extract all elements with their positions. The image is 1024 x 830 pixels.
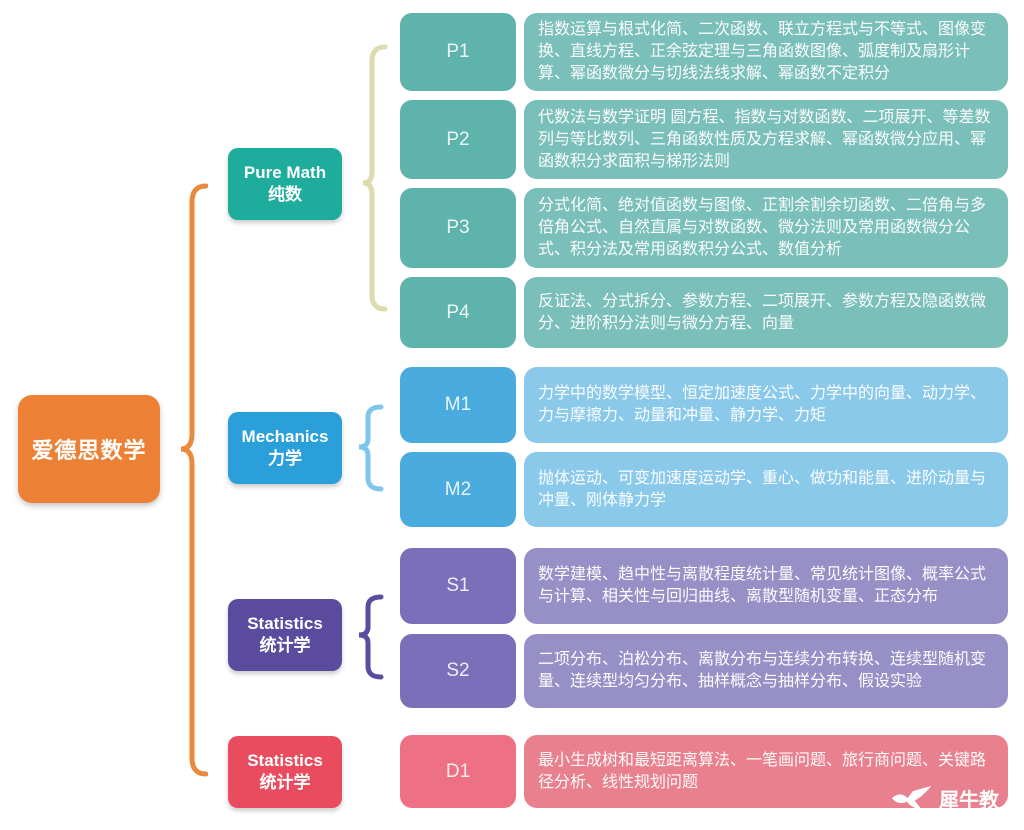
module-desc-p4: 反证法、分式拆分、参数方程、二项展开、参数方程及隐函数微分、进阶积分法则与微分方…: [524, 277, 1008, 348]
module-code: S1: [446, 575, 470, 596]
module-code: P4: [446, 301, 470, 323]
module-code: P2: [446, 128, 470, 150]
branch-label-zh: 统计学: [259, 636, 311, 655]
module-desc-text: 代数法与数学证明 圆方程、指数与对数函数、二项展开、等差数列与等比数列、三角函数…: [538, 108, 991, 170]
branch-label-en: Statistics: [247, 613, 323, 633]
module-box-p4: P4: [400, 277, 516, 348]
branch-label-zh: 统计学: [259, 773, 311, 792]
branch-label-en: Pure Math: [243, 162, 327, 182]
root-node: 爱德思数学: [18, 395, 160, 503]
module-desc-text: 二项分布、泊松分布、离散分布与连续分布转换、连续型随机变量、连续型均匀分布、抽样…: [538, 651, 987, 690]
module-desc-text: 反证法、分式拆分、参数方程、二项展开、参数方程及隐函数微分、进阶积分法则与微分方…: [538, 292, 987, 332]
module-box-p1: P1: [400, 13, 516, 91]
brand-watermark: 犀牛教: [890, 784, 999, 813]
branch-label-zh: 纯数: [268, 185, 302, 204]
module-desc-text: 分式化简、绝对值函数与图像、正割余割余切函数、二倍角与多倍角公式、自然直属与对数…: [538, 197, 987, 258]
module-desc-d1: 最小生成树和最短距离算法、一笔画问题、旅行商问题、关键路径分析、线性规划问题: [524, 735, 1008, 808]
module-desc-m1: 力学中的数学模型、恒定加速度公式、力学中的向量、动力学、力与摩擦力、动量和冲量、…: [524, 367, 1008, 443]
module-code: M1: [444, 394, 472, 415]
branch-label-en: Statistics: [247, 750, 323, 770]
module-code: S2: [446, 660, 470, 681]
branch-node-pure-math: Pure Math 纯数: [228, 148, 342, 220]
module-box-p2: P2: [400, 100, 516, 179]
module-box-s1: S1: [400, 548, 516, 624]
branch-node-mechanics: Mechanics 力学: [228, 412, 342, 484]
module-desc-p3: 分式化简、绝对值函数与图像、正割余割余切函数、二倍角与多倍角公式、自然直属与对数…: [524, 188, 1008, 268]
module-desc-text: 最小生成树和最短距离算法、一笔画问题、旅行商问题、关键路径分析、线性规划问题: [538, 751, 987, 791]
module-code: M2: [444, 478, 472, 500]
module-box-s2: S2: [400, 634, 516, 708]
root-brace: [180, 183, 208, 777]
module-code: P3: [446, 217, 470, 238]
brand-text: 犀牛教: [939, 790, 999, 812]
module-box-d1: D1: [400, 735, 516, 808]
branch-label-en: Mechanics: [241, 426, 329, 446]
module-desc-s1: 数学建模、趋中性与离散程度统计量、常见统计图像、概率公式与计算、相关性与回归曲线…: [524, 548, 1008, 624]
root-label: 爱德思数学: [31, 438, 147, 463]
module-box-m2: M2: [400, 452, 516, 527]
branch-node-statistics: Statistics 统计学: [228, 599, 342, 671]
module-desc-p2: 代数法与数学证明 圆方程、指数与对数函数、二项展开、等差数列与等比数列、三角函数…: [524, 100, 1008, 179]
module-box-p3: P3: [400, 188, 516, 268]
module-box-m1: M1: [400, 367, 516, 443]
branch-label-zh: 力学: [268, 449, 302, 468]
module-desc-text: 数学建模、趋中性与离散程度统计量、常见统计图像、概率公式与计算、相关性与回归曲线…: [538, 566, 987, 605]
module-code: D1: [445, 760, 471, 782]
module-desc-m2: 抛体运动、可变加速度运动学、重心、做功和能量、进阶动量与冲量、刚体静力学: [524, 452, 1008, 527]
statistics-brace: [358, 594, 384, 680]
mechanics-brace: [358, 404, 384, 492]
module-desc-text: 指数运算与根式化简、二次函数、联立方程式与不等式、图像变换、直线方程、正余弦定理…: [538, 21, 987, 82]
module-desc-text: 抛体运动、可变加速度运动学、重心、做功和能量、进阶动量与冲量、刚体静力学: [538, 469, 987, 509]
swallow-logo-icon: [891, 785, 932, 810]
pure-math-brace: [362, 44, 388, 312]
module-desc-s2: 二项分布、泊松分布、离散分布与连续分布转换、连续型随机变量、连续型均匀分布、抽样…: [524, 634, 1008, 708]
module-desc-p1: 指数运算与根式化简、二次函数、联立方程式与不等式、图像变换、直线方程、正余弦定理…: [524, 13, 1008, 91]
module-desc-text: 力学中的数学模型、恒定加速度公式、力学中的向量、动力学、力与摩擦力、动量和冲量、…: [538, 385, 987, 424]
branch-node-decision-math: Statistics 统计学: [228, 736, 342, 808]
module-code: P1: [446, 41, 470, 62]
